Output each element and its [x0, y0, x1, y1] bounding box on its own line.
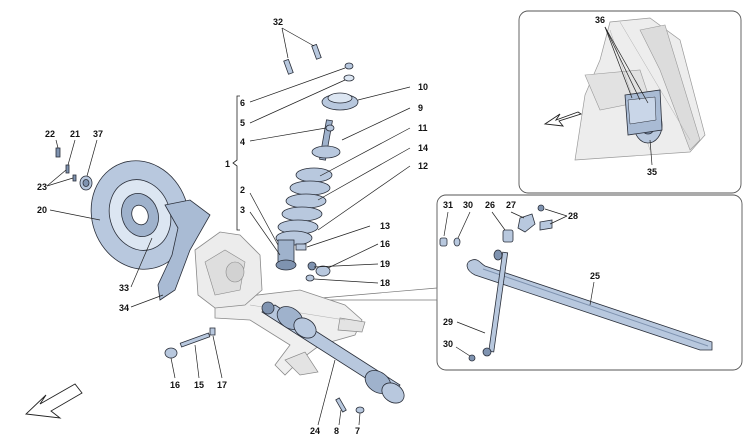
shock-absorber — [275, 92, 359, 271]
inset-shock-mount — [624, 89, 663, 144]
main-direction-arrow — [24, 383, 83, 419]
callout-5: 5 — [240, 118, 245, 128]
callout-4: 4 — [240, 137, 245, 147]
callout-37: 37 — [93, 129, 103, 139]
wheel-hub-carrier — [194, 231, 263, 309]
callout-33: 33 — [119, 283, 129, 293]
group-bracket — [232, 95, 240, 231]
callout-11: 11 — [418, 123, 428, 133]
callout-30-top: 30 — [463, 200, 473, 210]
callout-20: 20 — [37, 205, 47, 215]
callout-31: 31 — [443, 200, 453, 210]
callout-14: 14 — [418, 143, 428, 153]
callout-2: 2 — [240, 185, 245, 195]
shock-small-parts — [305, 62, 355, 282]
callout-22: 22 — [45, 129, 55, 139]
drive-shaft — [261, 301, 405, 404]
lower-bolts — [164, 327, 365, 414]
suspension-subframe — [214, 289, 366, 376]
callout-wedge — [297, 287, 438, 301]
stabilizer-link-rod — [482, 249, 509, 357]
callout-25: 25 — [590, 271, 600, 281]
callout-24: 24 — [310, 426, 320, 436]
top-mount-bolts — [283, 43, 322, 75]
callout-19: 19 — [380, 259, 390, 269]
inset-detail-frame — [518, 10, 742, 194]
callout-35: 35 — [647, 167, 657, 177]
callout-15: 15 — [194, 380, 204, 390]
stabilizer-detail-frame — [436, 194, 743, 371]
callout-9: 9 — [418, 103, 423, 113]
callout-28: 28 — [568, 211, 578, 221]
callout-3: 3 — [240, 205, 245, 215]
callout-17: 17 — [217, 380, 227, 390]
brake-disc — [90, 160, 190, 270]
callout-29: 29 — [443, 317, 453, 327]
callout-30-bottom: 30 — [443, 339, 453, 349]
brake-dust-shield — [157, 199, 211, 301]
callout-23: 23 — [37, 182, 47, 192]
callout-16-bottom: 16 — [170, 380, 180, 390]
callout-8: 8 — [334, 426, 339, 436]
callout-10: 10 — [418, 82, 428, 92]
hub-small-parts — [55, 147, 93, 191]
callout-27: 27 — [506, 200, 516, 210]
callout-18: 18 — [380, 278, 390, 288]
callout-6: 6 — [240, 98, 245, 108]
callout-1: 1 — [225, 159, 230, 169]
callout-26: 26 — [485, 200, 495, 210]
stabilizer-small-parts — [439, 204, 553, 362]
callout-12: 12 — [418, 161, 428, 171]
inset-direction-arrow — [543, 111, 583, 127]
callout-16-middle: 16 — [380, 239, 390, 249]
callout-32-top: 32 — [273, 17, 283, 27]
callout-34: 34 — [119, 303, 129, 313]
callout-labels: 32 6 5 4 1 2 3 10 9 11 14 12 13 16 19 18… — [37, 15, 657, 436]
callout-36: 36 — [595, 15, 605, 25]
stabilizer-bar — [466, 259, 713, 351]
callout-21: 21 — [70, 129, 80, 139]
callout-7: 7 — [355, 426, 360, 436]
leader-lines — [46, 27, 411, 426]
callout-13: 13 — [380, 221, 390, 231]
